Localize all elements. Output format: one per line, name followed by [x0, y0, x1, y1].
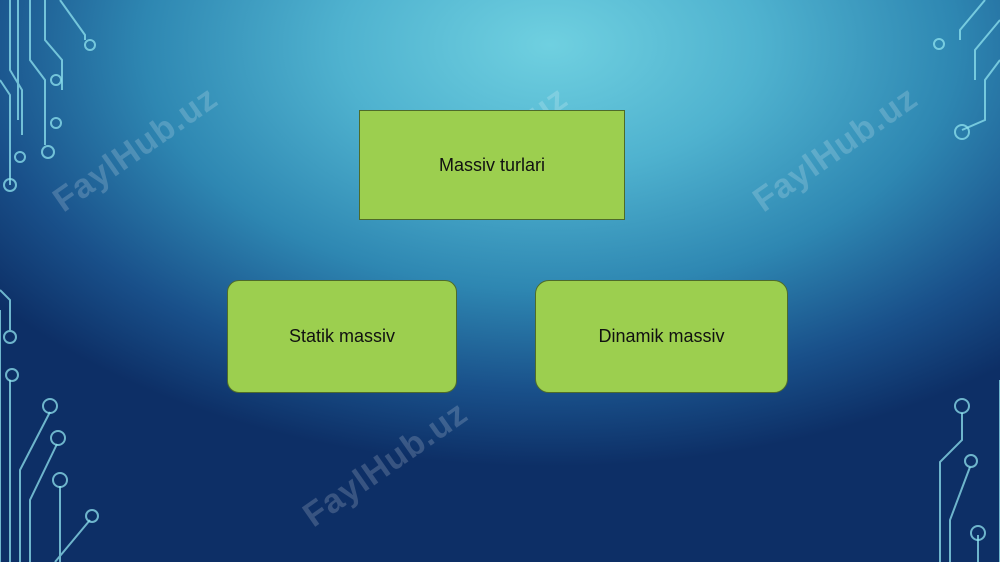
- child-box-static: Statik massiv: [227, 280, 457, 393]
- root-box: Massiv turlari: [359, 110, 625, 220]
- child-box-dynamic: Dinamik massiv: [535, 280, 788, 393]
- root-box-label: Massiv turlari: [438, 154, 545, 175]
- child-box-label: Statik massiv: [288, 326, 396, 346]
- child-box-label: Dinamik massiv: [598, 326, 725, 346]
